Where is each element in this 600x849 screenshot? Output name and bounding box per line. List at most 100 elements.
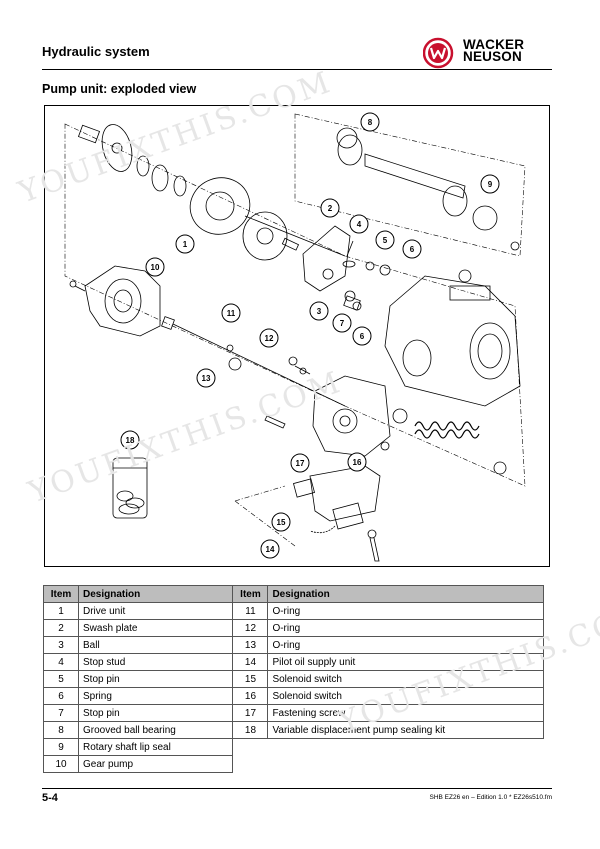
- callout-label: 8: [368, 118, 373, 127]
- item-number: 10: [43, 755, 79, 773]
- callout-label: 4: [357, 220, 362, 229]
- item-designation: Grooved ball bearing: [77, 721, 234, 739]
- item-number: 15: [232, 670, 269, 688]
- item-number: 3: [43, 636, 79, 654]
- logo-emblem-icon: [422, 37, 454, 69]
- header-item-left: Item: [43, 585, 79, 603]
- item-number: 2: [43, 619, 79, 637]
- item-designation: O-ring: [267, 619, 544, 637]
- callout-label: 2: [328, 204, 333, 213]
- item-number: 18: [232, 721, 269, 739]
- exploded-view-figure: 8 9 2 4 5 6 1 10 3 7 6 11 12 13 18 17 16…: [44, 105, 550, 567]
- item-designation: Pilot oil supply unit: [267, 653, 544, 671]
- table-row: 9 Rotary shaft lip seal: [43, 738, 544, 756]
- exploded-view-drawing: 8 9 2 4 5 6 1 10 3 7 6 11 12 13 18 17 16…: [64, 112, 526, 562]
- logo-line1: WACKER: [463, 37, 525, 52]
- item-number: 5: [43, 670, 79, 688]
- item-number: 13: [232, 636, 269, 654]
- logo-line2: NEUSON: [463, 49, 522, 64]
- callout-13: 13: [196, 368, 216, 388]
- callout-18: 18: [120, 430, 140, 450]
- page-number: 5-4: [42, 792, 58, 804]
- footer-rule: [42, 788, 552, 789]
- table-row: 4 Stop stud 14 Pilot oil supply unit: [43, 653, 544, 671]
- item-designation: Solenoid switch: [267, 670, 544, 688]
- table-row: 5 Stop pin 15 Solenoid switch: [43, 670, 544, 688]
- callout-14: 14: [260, 539, 280, 559]
- item-designation: Ball: [77, 636, 234, 654]
- callout-6a: 6: [402, 239, 422, 259]
- table-row: 2 Swash plate 12 O-ring: [43, 619, 544, 637]
- callout-label: 6: [410, 245, 415, 254]
- callout-8: 8: [360, 112, 380, 132]
- callout-6b: 6: [352, 326, 372, 346]
- item-number: 6: [43, 687, 79, 705]
- item-designation: Swash plate: [77, 619, 234, 637]
- callout-2: 2: [320, 198, 340, 218]
- item-designation: Drive unit: [77, 602, 234, 620]
- item-number: 17: [232, 704, 269, 722]
- section-title: Pump unit: exploded view: [42, 82, 197, 96]
- callout-label: 1: [183, 240, 188, 249]
- callout-5: 5: [375, 230, 395, 250]
- callout-17: 17: [290, 453, 310, 473]
- item-designation: Solenoid switch: [267, 687, 544, 705]
- callout-9: 9: [480, 174, 500, 194]
- table-row: 7 Stop pin 17 Fastening screw: [43, 704, 544, 722]
- callout-label: 14: [266, 545, 275, 554]
- item-number: 1: [43, 602, 79, 620]
- callout-label: 16: [353, 458, 362, 467]
- callout-label: 7: [340, 319, 345, 328]
- table-row: 8 Grooved ball bearing 18 Variable displ…: [43, 721, 544, 739]
- item-number: 7: [43, 704, 79, 722]
- item-designation: Fastening screw: [267, 704, 544, 722]
- item-number: 8: [43, 721, 79, 739]
- parts-table: Item Designation Item Designation 1 Driv…: [43, 585, 544, 773]
- item-designation: O-ring: [267, 602, 544, 620]
- callout-1: 1: [175, 234, 195, 254]
- empty-cell: [233, 739, 268, 756]
- table-row: 10 Gear pump: [43, 755, 544, 773]
- item-designation: Gear pump: [77, 755, 234, 773]
- item-designation: Variable displacement pump sealing kit: [267, 721, 544, 739]
- callout-11: 11: [221, 303, 241, 323]
- wacker-neuson-logo: WACKER NEUSON: [422, 36, 553, 70]
- callout-label: 5: [383, 236, 388, 245]
- item-designation: Stop stud: [77, 653, 234, 671]
- item-designation: Spring: [77, 687, 234, 705]
- item-number: 11: [232, 602, 269, 620]
- header-designation-right: Designation: [267, 585, 544, 603]
- item-number: 4: [43, 653, 79, 671]
- header-title: Hydraulic system: [42, 44, 150, 59]
- callout-label: 13: [202, 374, 211, 383]
- empty-cell: [268, 756, 544, 773]
- callout-label: 6: [360, 332, 365, 341]
- callout-16: 16: [347, 452, 367, 472]
- callout-7: 7: [332, 313, 352, 333]
- item-number: 14: [232, 653, 269, 671]
- callout-label: 15: [277, 518, 286, 527]
- callout-label: 12: [265, 334, 274, 343]
- table-header-row: Item Designation Item Designation: [43, 585, 544, 603]
- table-row: 6 Spring 16 Solenoid switch: [43, 687, 544, 705]
- document-reference: SHB EZ26 en – Edition 1.0 * EZ26s510.fm: [429, 794, 552, 801]
- callout-label: 18: [126, 436, 135, 445]
- header-designation-left: Designation: [77, 585, 234, 603]
- header-item-right: Item: [232, 585, 269, 603]
- item-number: 9: [43, 738, 79, 756]
- table-row: 3 Ball 13 O-ring: [43, 636, 544, 654]
- item-designation: Stop pin: [77, 704, 234, 722]
- empty-cell: [233, 756, 268, 773]
- item-designation: Stop pin: [77, 670, 234, 688]
- callout-label: 10: [151, 263, 160, 272]
- callout-label: 9: [488, 180, 493, 189]
- item-number: 16: [232, 687, 269, 705]
- callout-label: 3: [317, 307, 322, 316]
- callout-12: 12: [259, 328, 279, 348]
- callout-15: 15: [271, 512, 291, 532]
- item-designation: O-ring: [267, 636, 544, 654]
- callout-label: 17: [296, 459, 305, 468]
- item-number: 12: [232, 619, 269, 637]
- table-row: 1 Drive unit 11 O-ring: [43, 602, 544, 620]
- callout-4: 4: [349, 214, 369, 234]
